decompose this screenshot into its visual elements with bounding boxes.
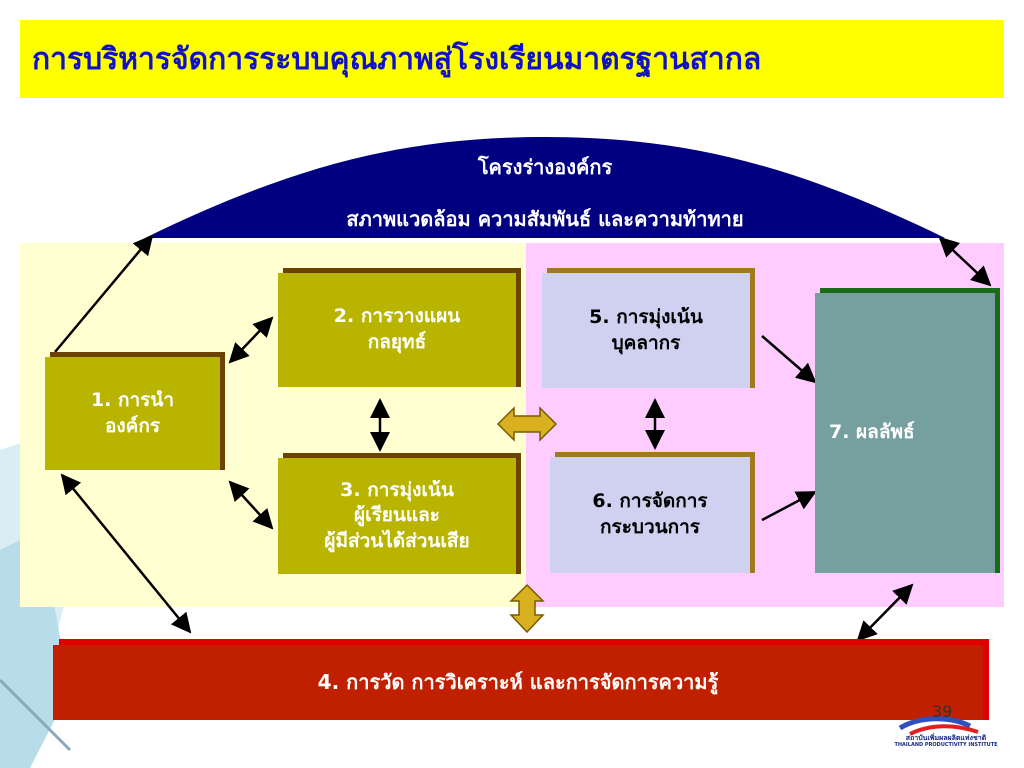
- page-number: 39: [932, 702, 953, 721]
- frame-line-2: สภาพแวดล้อม ความสัมพันธ์ และความท้าทาย: [346, 207, 744, 231]
- page-title: การบริหารจัดการระบบคุณภาพสู่โรงเรียนมาตร…: [32, 41, 762, 77]
- tpi-logo-icon: [898, 716, 979, 736]
- box-1-line-2: องค์กร: [104, 414, 161, 437]
- box-results: 7. ผลลัพธ์: [815, 293, 995, 573]
- box-strategic-planning: 2. การวางแผน กลยุทธ์: [278, 273, 516, 387]
- box-customer-focus: 3. การมุ่งเน้น ผู้เรียนและ ผู้มีส่วนได้ส…: [278, 458, 516, 574]
- frame-line-1: โครงร่างองค์กร: [477, 155, 613, 179]
- box-2-line-2: กลยุทธ์: [367, 331, 427, 353]
- box-6-line-2: กระบวนการ: [599, 516, 700, 538]
- box-workforce-focus: 5. การมุ่งเน้น บุคลากร: [542, 273, 750, 388]
- box-5-line-1: 5. การมุ่งเน้น: [589, 305, 703, 328]
- box-6-line-1: 6. การจัดการ: [592, 490, 708, 513]
- box-7-label: 7. ผลลัพธ์: [829, 421, 915, 444]
- box-operations: 6. การจัดการ กระบวนการ: [550, 457, 750, 573]
- box-measurement-analysis: 4. การวัด การวิเคราะห์ และการจัดการความร…: [53, 645, 983, 720]
- logo-english-name: THAILAND PRODUCTIVITY INSTITUTE: [894, 742, 998, 749]
- box-leadership: 1. การนำ องค์กร: [45, 357, 220, 470]
- box-3-line-1: 3. การมุ่งเน้น: [340, 478, 454, 501]
- frame-arc-shape: [145, 137, 945, 238]
- box-1-line-1: 1. การนำ: [90, 388, 175, 411]
- box-2-line-1: 2. การวางแผน: [333, 305, 461, 328]
- logo-thai-name: สถาบันเพิ่มผลผลิตแห่งชาติ: [905, 734, 987, 742]
- organizational-profile-frame: โครงร่างองค์กร สภาพแวดล้อม ความสัมพันธ์ …: [145, 135, 945, 240]
- box-5-line-2: บุคลากร: [611, 331, 681, 354]
- box-4-label: 4. การวัด การวิเคราะห์ และการจัดการความร…: [317, 670, 719, 694]
- box-3-line-3: ผู้มีส่วนได้ส่วนเสีย: [324, 529, 470, 552]
- logo-caption: สถาบันเพิ่มผลผลิตแห่งชาติ THAILAND PRODU…: [893, 734, 999, 748]
- title-bar: การบริหารจัดการระบบคุณภาพสู่โรงเรียนมาตร…: [20, 20, 1004, 98]
- box-3-line-2: ผู้เรียนและ: [353, 504, 441, 527]
